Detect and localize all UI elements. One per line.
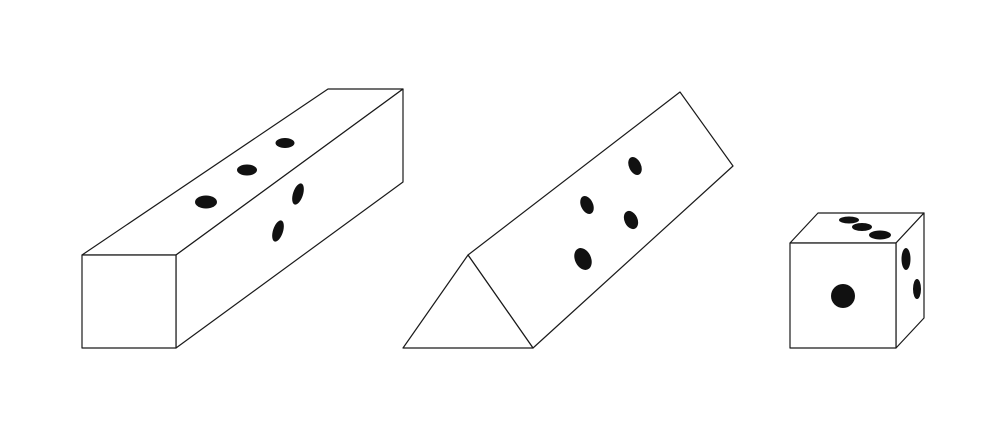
square-prism-end-face bbox=[81, 254, 177, 349]
cube-top-pip-2 bbox=[852, 223, 872, 231]
triangular-prism-pip-3 bbox=[623, 210, 639, 230]
cube-front-pip bbox=[831, 284, 855, 308]
cube-top-pip-3 bbox=[869, 230, 891, 240]
cube-top-pip-1 bbox=[839, 216, 859, 224]
square-prism bbox=[81, 88, 404, 349]
triangular-prism-pip-2 bbox=[580, 196, 594, 214]
triangular-prism-slanted-face bbox=[467, 91, 734, 349]
square-prism-top-pip-1 bbox=[195, 195, 217, 209]
square-prism-top-pip-2 bbox=[237, 164, 257, 176]
square-prism-side-pip-2 bbox=[272, 220, 284, 242]
square-prism-top-pip-3 bbox=[275, 138, 295, 148]
triangular-prism-pip-1 bbox=[628, 157, 642, 175]
triangular-prism-end-face bbox=[402, 254, 534, 349]
cube-side-pip-2 bbox=[913, 279, 921, 299]
triangular-prism bbox=[402, 91, 734, 349]
cube-side-pip-1 bbox=[901, 248, 911, 270]
cube bbox=[789, 212, 925, 349]
triangular-prism-pip-4 bbox=[574, 248, 592, 270]
square-prism-side-pip-1 bbox=[292, 183, 304, 205]
